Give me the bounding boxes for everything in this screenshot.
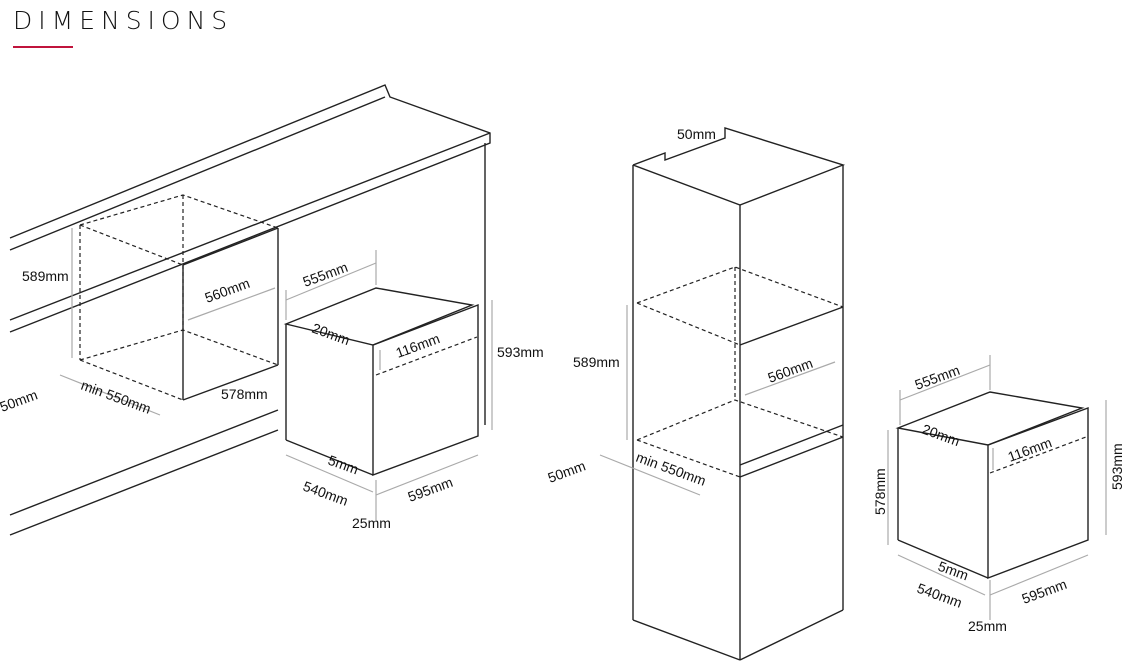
label-body-depth: 540mm (301, 478, 350, 509)
label-panel-thickness: 25mm (352, 515, 391, 531)
label-niche-width: 560mm (203, 275, 252, 306)
niche-outline (79, 194, 279, 401)
label-vent-gap: 50mm (546, 457, 588, 485)
label-panel-thickness: 25mm (968, 618, 1007, 634)
label-body-height: 578mm (221, 386, 268, 402)
label-niche-height: 589mm (573, 354, 620, 370)
oven-right (895, 391, 1089, 580)
dimension-labels-left: 589mm 560mm 555mm 20mm 116mm 593mm 578mm… (0, 259, 544, 531)
tall-column (632, 127, 846, 661)
label-body-height: 578mm (872, 468, 888, 515)
label-oven-top-depth: 555mm (913, 362, 962, 393)
label-control-height: 116mm (1006, 434, 1054, 465)
label-oven-top-depth: 555mm (301, 259, 350, 290)
label-min-depth: min 550mm (79, 377, 153, 417)
label-panel-offset: 20mm (310, 320, 352, 348)
counter-cabinet (9, 84, 491, 536)
label-niche-width: 560mm (766, 355, 815, 386)
dimension-lines-right (599, 305, 1107, 620)
label-bottom-offset: 5mm (936, 558, 971, 584)
label-panel-offset: 20mm (920, 421, 962, 449)
oven-left (283, 287, 479, 477)
title-underline (13, 46, 73, 48)
label-oven-height: 593mm (1109, 443, 1125, 490)
column-niche-outline (636, 266, 844, 478)
label-body-depth: 540mm (915, 580, 964, 611)
dimension-lines-left (59, 228, 493, 520)
label-vent-gap: 50mm (0, 386, 40, 414)
label-oven-height: 593mm (497, 344, 544, 360)
label-oven-width: 595mm (406, 474, 455, 505)
page-title: DIMENSIONS (13, 6, 234, 35)
label-niche-height: 589mm (22, 268, 69, 284)
label-vent-top: 50mm (677, 126, 716, 142)
